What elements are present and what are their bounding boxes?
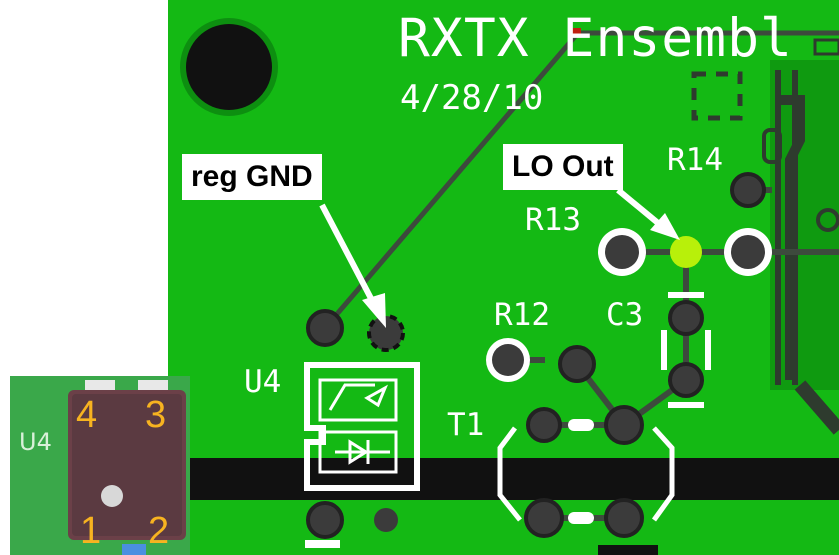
silk-r13: R13 — [525, 202, 581, 238]
pin-label-3: 3 — [145, 394, 167, 436]
pin-label-2: 2 — [148, 510, 170, 552]
silk-t1: T1 — [447, 407, 484, 443]
silk-u4: U4 — [244, 364, 281, 400]
silk-r14: R14 — [667, 142, 723, 178]
right-traces — [762, 38, 839, 435]
pin1-marker — [101, 485, 123, 507]
silk-r12: R12 — [494, 297, 550, 333]
inset-ref-label: U4 — [19, 428, 52, 456]
callout-reg-gnd: reg GND — [182, 154, 322, 200]
arrow-icon — [319, 203, 386, 328]
ground-bus — [168, 458, 839, 500]
pad-lo-out — [670, 236, 702, 268]
pad-t1-4 — [604, 498, 644, 538]
diode-icon — [335, 439, 390, 465]
pads — [305, 172, 772, 555]
silk-date: 4/28/10 — [400, 78, 543, 118]
pad-t1-1 — [526, 407, 562, 443]
pad-u4-reg-gnd — [367, 314, 405, 352]
test-point-outline — [691, 71, 743, 121]
callout-lo-out: LO Out — [503, 144, 623, 190]
u4-footprint — [304, 362, 420, 491]
pad-u4-4 — [374, 508, 398, 532]
pad-c3-bottom — [668, 362, 704, 398]
pin-label-1: 1 — [80, 510, 102, 552]
t1-outline — [497, 426, 675, 522]
silk-title: RXTX Ensembl — [398, 8, 793, 69]
c3-outline — [661, 292, 711, 408]
pad-u4-1 — [306, 309, 344, 347]
pad-u4-3 — [306, 501, 344, 539]
pad-c3-top — [668, 300, 704, 336]
pad-r14 — [730, 172, 766, 208]
pad-r12-right — [558, 345, 596, 383]
u4-photo-inset: U4 4 3 1 2 — [10, 376, 190, 555]
mounting-hole-icon — [180, 18, 278, 116]
pin-label-4: 4 — [76, 394, 98, 436]
pad-t1-3 — [524, 498, 564, 538]
silk-c3: C3 — [606, 297, 643, 333]
arrow-icon — [616, 187, 680, 240]
pad-t1-2 — [604, 405, 644, 445]
